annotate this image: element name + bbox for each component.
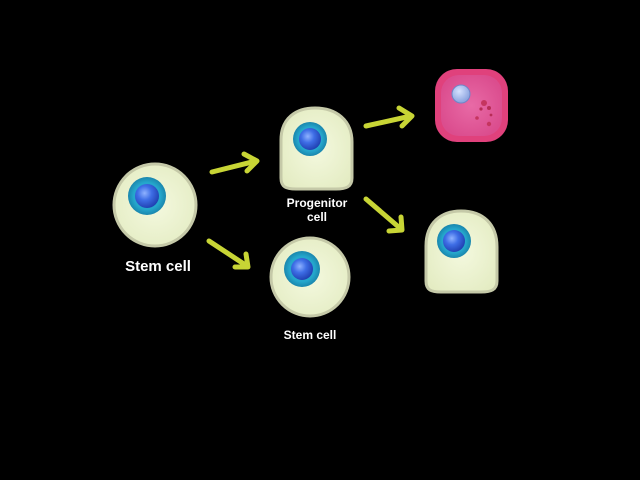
stem-cell-bottom bbox=[269, 236, 351, 318]
progenitor-label-line2: cell bbox=[306, 209, 327, 224]
nucleus-icon bbox=[291, 258, 313, 280]
progenitor-label-line1: Progenitor bbox=[286, 196, 348, 210]
red-cell-inner bbox=[441, 75, 502, 136]
arrow-right-icon bbox=[209, 151, 260, 175]
differentiated-cell bbox=[424, 209, 499, 294]
arrow-right-icon bbox=[363, 196, 405, 234]
organelle-dot bbox=[489, 113, 493, 117]
stem-cell-bottom-label: Stem cell bbox=[283, 328, 337, 342]
stem-cell-main bbox=[112, 162, 198, 248]
organelle-dot bbox=[481, 100, 487, 106]
organelle-dot bbox=[475, 116, 479, 120]
arrow-right-icon bbox=[363, 105, 415, 129]
specialized-red-cell bbox=[435, 69, 508, 142]
nucleus-icon bbox=[299, 128, 321, 150]
stem-cell-main-label: Stem cell bbox=[125, 258, 191, 275]
organelle-dot bbox=[487, 106, 491, 110]
nucleus-icon bbox=[135, 184, 159, 208]
red-cell-nucleus bbox=[451, 84, 471, 104]
organelle-dot bbox=[479, 107, 483, 111]
progenitor-cell bbox=[279, 106, 354, 191]
nucleus-icon bbox=[443, 230, 465, 252]
progenitor-cell-label: Progenitor cell bbox=[262, 196, 372, 225]
arrow-right-icon bbox=[206, 238, 251, 270]
organelle-dot bbox=[486, 121, 492, 127]
